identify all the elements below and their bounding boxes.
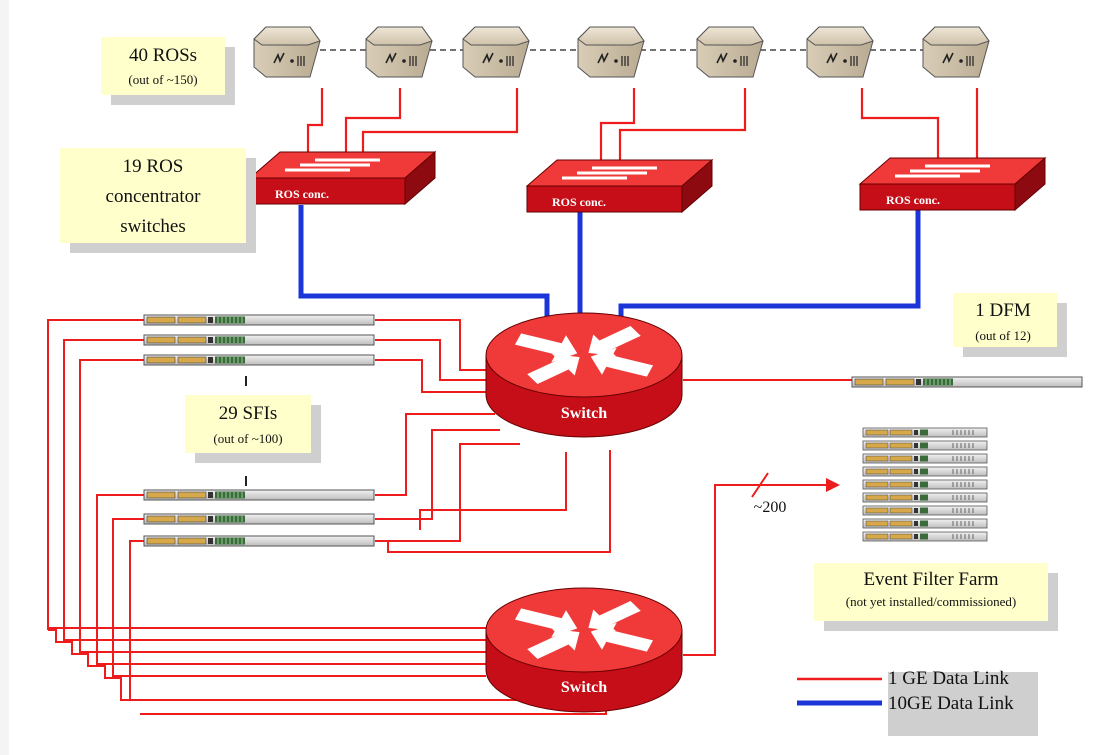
sfi-unit — [143, 535, 375, 547]
ros-conc-switch-2: ROS conc. — [525, 158, 714, 214]
ros-box — [253, 26, 321, 78]
conc-label-box: 19 ROS concentrator switches — [60, 148, 256, 253]
ros-box — [922, 26, 990, 78]
ros-conc-switch-1: ROS conc. — [248, 150, 437, 206]
ef-link-count: ~200 — [754, 499, 787, 516]
conc-line-1: 19 ROS — [123, 156, 184, 177]
dfm-label-box: 1 DFM (out of 12) — [953, 293, 1067, 357]
sfi-links — [47, 319, 852, 715]
link-count-slash — [751, 472, 769, 498]
conc-label: ROS conc. — [552, 195, 606, 209]
conc-line-2: concentrator — [106, 186, 202, 207]
central-switch: Switch — [485, 312, 683, 438]
ros-box — [462, 26, 530, 78]
ros-boxes — [253, 26, 990, 78]
10ge-links — [298, 205, 921, 325]
conc-label: ROS conc. — [275, 187, 329, 201]
ros-box — [696, 26, 764, 78]
sfi-unit — [143, 334, 375, 346]
ros-count: 40 ROSs — [129, 45, 197, 66]
ef-title: Event Filter Farm — [863, 569, 998, 590]
legend-10ge-label: 10GE Data Link — [888, 693, 1014, 714]
conc-line-3: switches — [120, 216, 185, 237]
switch-label: Switch — [561, 405, 607, 422]
ros-total: (out of ~150) — [128, 72, 197, 87]
sfi-label-box: 29 SFIs (out of ~100) — [185, 395, 321, 463]
legend-1ge-label: 1 GE Data Link — [888, 668, 1009, 689]
ros-conc-switch-3: ROS conc. — [858, 156, 1047, 212]
ros-box — [577, 26, 645, 78]
sfi-unit — [143, 489, 375, 501]
ef-label-box: Event Filter Farm (not yet installed/com… — [814, 563, 1058, 631]
sfi-unit — [143, 314, 375, 326]
dfm-unit — [851, 376, 1083, 388]
sfi-unit — [143, 513, 375, 525]
lower-switch: Switch — [485, 587, 683, 713]
event-filter-farm-rack — [862, 427, 988, 542]
ef-subtitle: (not yet installed/commissioned) — [846, 594, 1016, 609]
sfi-total: (out of ~100) — [213, 431, 282, 446]
sfi-count: 29 SFIs — [219, 403, 278, 424]
ef-arrowhead — [826, 478, 840, 492]
ros-box — [365, 26, 433, 78]
ros-label-box: 40 ROSs (out of ~150) — [101, 37, 235, 105]
blue-link-right — [618, 210, 921, 325]
ros-to-conc-links — [306, 88, 979, 178]
ros-box — [806, 26, 874, 78]
dfm-total: (out of 12) — [975, 328, 1031, 343]
dfm-count: 1 DFM — [975, 300, 1031, 321]
sfi-unit — [143, 354, 375, 366]
legend: 1 GE Data Link 10GE Data Link — [797, 668, 1038, 736]
switch-label: Switch — [561, 679, 607, 696]
conc-label: ROS conc. — [886, 193, 940, 207]
blue-link-left — [298, 205, 550, 325]
